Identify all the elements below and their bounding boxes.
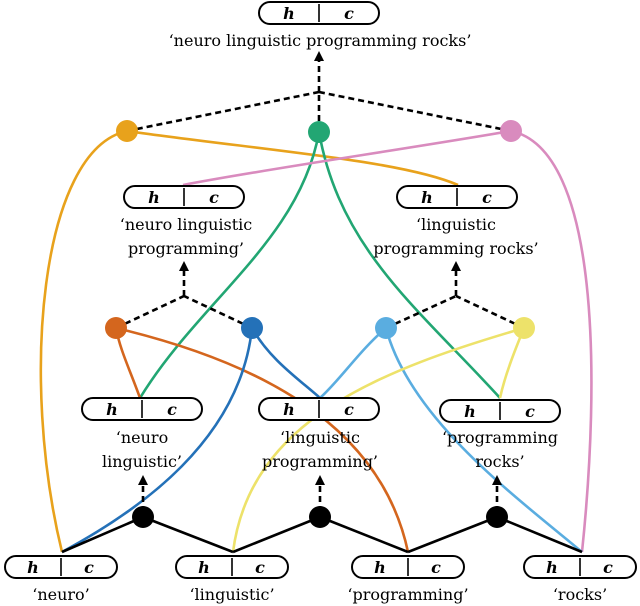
- leaf-branches: [61, 515, 583, 554]
- label-root: ‘neuro linguistic programming rocks’: [169, 31, 472, 50]
- cell-box-root: h c: [258, 1, 380, 25]
- curve-pink-right: [510, 129, 593, 553]
- curve-pink-left: [182, 129, 512, 187]
- gate-dot-orange-gold: [116, 120, 138, 142]
- curve-yellow-right: [498, 327, 526, 399]
- cell-box-leaf-3: h c: [351, 555, 465, 579]
- fork-l2-left-b: [183, 294, 253, 330]
- curve-orange-gold-left: [39, 129, 128, 553]
- curve-green-left: [138, 131, 321, 399]
- cell-h: h: [283, 4, 295, 23]
- label-l2-left-line1: ‘neuro linguistic: [120, 215, 252, 234]
- cell-c: c: [344, 400, 354, 419]
- cell-c: c: [344, 4, 354, 23]
- gate-dot-pink: [500, 120, 522, 142]
- cell-c: c: [209, 188, 219, 207]
- gate-dot-light-blue: [375, 317, 397, 339]
- label-l1-a-line1: ‘neuro: [116, 428, 168, 447]
- cell-c: c: [525, 402, 535, 421]
- fork-root-a: [126, 90, 320, 133]
- fork-l2-left-a: [115, 294, 185, 330]
- fork-l2-right-a: [385, 294, 457, 330]
- branch-1-left: [61, 515, 144, 554]
- gate-dot-black-2: [309, 506, 331, 528]
- cell-c: c: [482, 188, 492, 207]
- cell-box-l1-b: h c: [258, 397, 380, 421]
- gate-dot-yellow: [513, 317, 535, 339]
- label-l1-b-line1: ‘linguistic: [280, 428, 360, 447]
- curve-orange-gold-right: [126, 129, 459, 187]
- node-labels: ‘neuro linguistic programming rocks’ ‘ne…: [32, 31, 607, 604]
- branch-2-right: [319, 515, 409, 554]
- cell-c: c: [84, 558, 94, 577]
- cell-box-leaf-1: h c: [4, 555, 118, 579]
- cell-c: c: [255, 558, 265, 577]
- fork-l2-right-b: [455, 294, 525, 330]
- cell-h: h: [374, 558, 386, 577]
- cell-h: h: [546, 558, 558, 577]
- label-l1-b-line2: programming’: [262, 452, 378, 471]
- cell-box-l2-left: h c: [123, 185, 245, 209]
- cell-h: h: [198, 558, 210, 577]
- label-leaf-1: ‘neuro’: [32, 585, 90, 604]
- label-l1-a-line2: linguistic’: [102, 452, 182, 471]
- label-leaf-4: ‘rocks’: [553, 585, 607, 604]
- gate-dot-black-3: [486, 506, 508, 528]
- cell-h: h: [464, 402, 476, 421]
- branch-2-left: [232, 515, 321, 554]
- branch-1-right: [142, 515, 234, 554]
- branch-3-right: [496, 515, 583, 554]
- cell-h: h: [283, 400, 295, 419]
- dashed-connections: [115, 51, 525, 512]
- label-l2-right-line1: ‘linguistic: [416, 215, 496, 234]
- cell-h: h: [106, 400, 118, 419]
- cell-c: c: [431, 558, 441, 577]
- cell-h: h: [421, 188, 433, 207]
- curve-blue-left: [61, 327, 254, 554]
- cell-box-l2-right: h c: [396, 185, 518, 209]
- cell-box-l1-c: h c: [439, 399, 561, 423]
- cell-box-leaf-4: h c: [523, 555, 637, 579]
- cell-h: h: [148, 188, 160, 207]
- label-l2-right-line2: programming rocks’: [373, 239, 538, 258]
- gate-dot-blue: [241, 317, 263, 339]
- cell-box-l1-a: h c: [81, 397, 203, 421]
- label-l2-left-line2: programming’: [128, 239, 244, 258]
- curve-light-blue-right: [384, 327, 583, 553]
- label-leaf-2: ‘linguistic’: [189, 585, 274, 604]
- cell-box-leaf-2: h c: [175, 555, 289, 579]
- branch-3-left: [407, 515, 498, 554]
- cell-c: c: [603, 558, 613, 577]
- gate-dot-black-1: [132, 506, 154, 528]
- cell-h: h: [27, 558, 39, 577]
- label-l1-c-line2: rocks’: [475, 452, 524, 471]
- curve-blue-right: [250, 327, 321, 399]
- label-l1-c-line1: ‘programming: [442, 428, 558, 447]
- curve-light-blue-left: [319, 327, 387, 399]
- curve-green-right: [317, 131, 501, 399]
- fork-root-c: [318, 90, 512, 133]
- gate-dots: [105, 120, 535, 528]
- gate-dot-dark-orange: [105, 317, 127, 339]
- cell-c: c: [167, 400, 177, 419]
- label-leaf-3: ‘programming’: [347, 585, 468, 604]
- curve-dark-orange-left: [114, 327, 142, 399]
- gate-dot-green: [308, 121, 330, 143]
